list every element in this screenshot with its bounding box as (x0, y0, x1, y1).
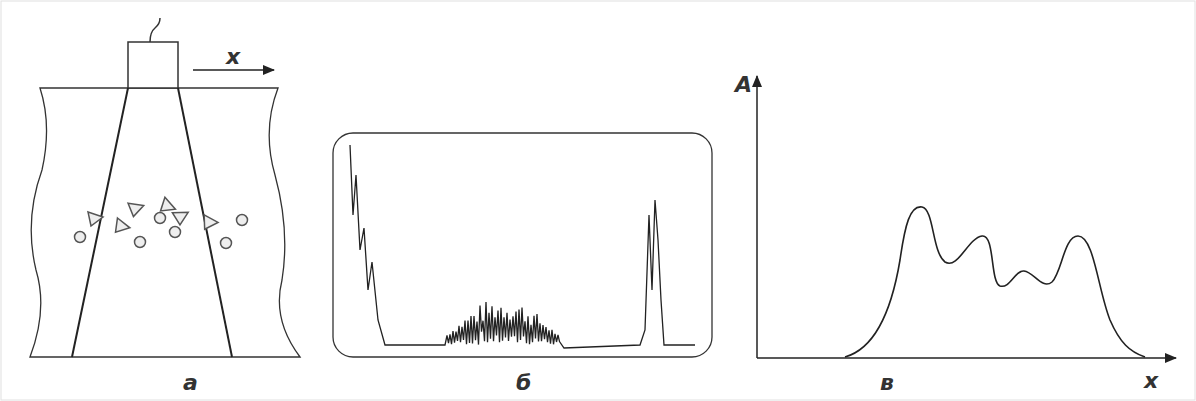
scan-arrow (193, 69, 274, 71)
axis-label: x (226, 46, 240, 68)
defects (75, 197, 248, 248)
axis-label: A (735, 74, 752, 96)
pore-defect (155, 213, 166, 224)
pore-defect (221, 238, 232, 249)
crack-defect (128, 201, 145, 217)
y-axis (756, 76, 758, 358)
beam-edge (178, 88, 232, 357)
crack-defect (202, 215, 219, 231)
crack-defect (88, 212, 103, 226)
panel-letter: а (183, 372, 198, 394)
crack-defect (172, 208, 191, 226)
a-scan-trace (350, 145, 695, 348)
pore-defect (135, 237, 146, 248)
crack-defect (113, 218, 132, 236)
specimen-outline (30, 88, 300, 357)
pore-defect (170, 227, 181, 238)
probe-cable (150, 18, 160, 42)
panel-letter: б (516, 372, 531, 394)
amplitude-curve (845, 207, 1145, 357)
pore-defect (75, 232, 86, 243)
pore-defect (237, 215, 248, 226)
screen (333, 133, 712, 357)
axis-label: x (1144, 370, 1158, 392)
x-axis (757, 357, 1176, 359)
panel-letter: в (880, 372, 894, 394)
probe (128, 42, 178, 88)
